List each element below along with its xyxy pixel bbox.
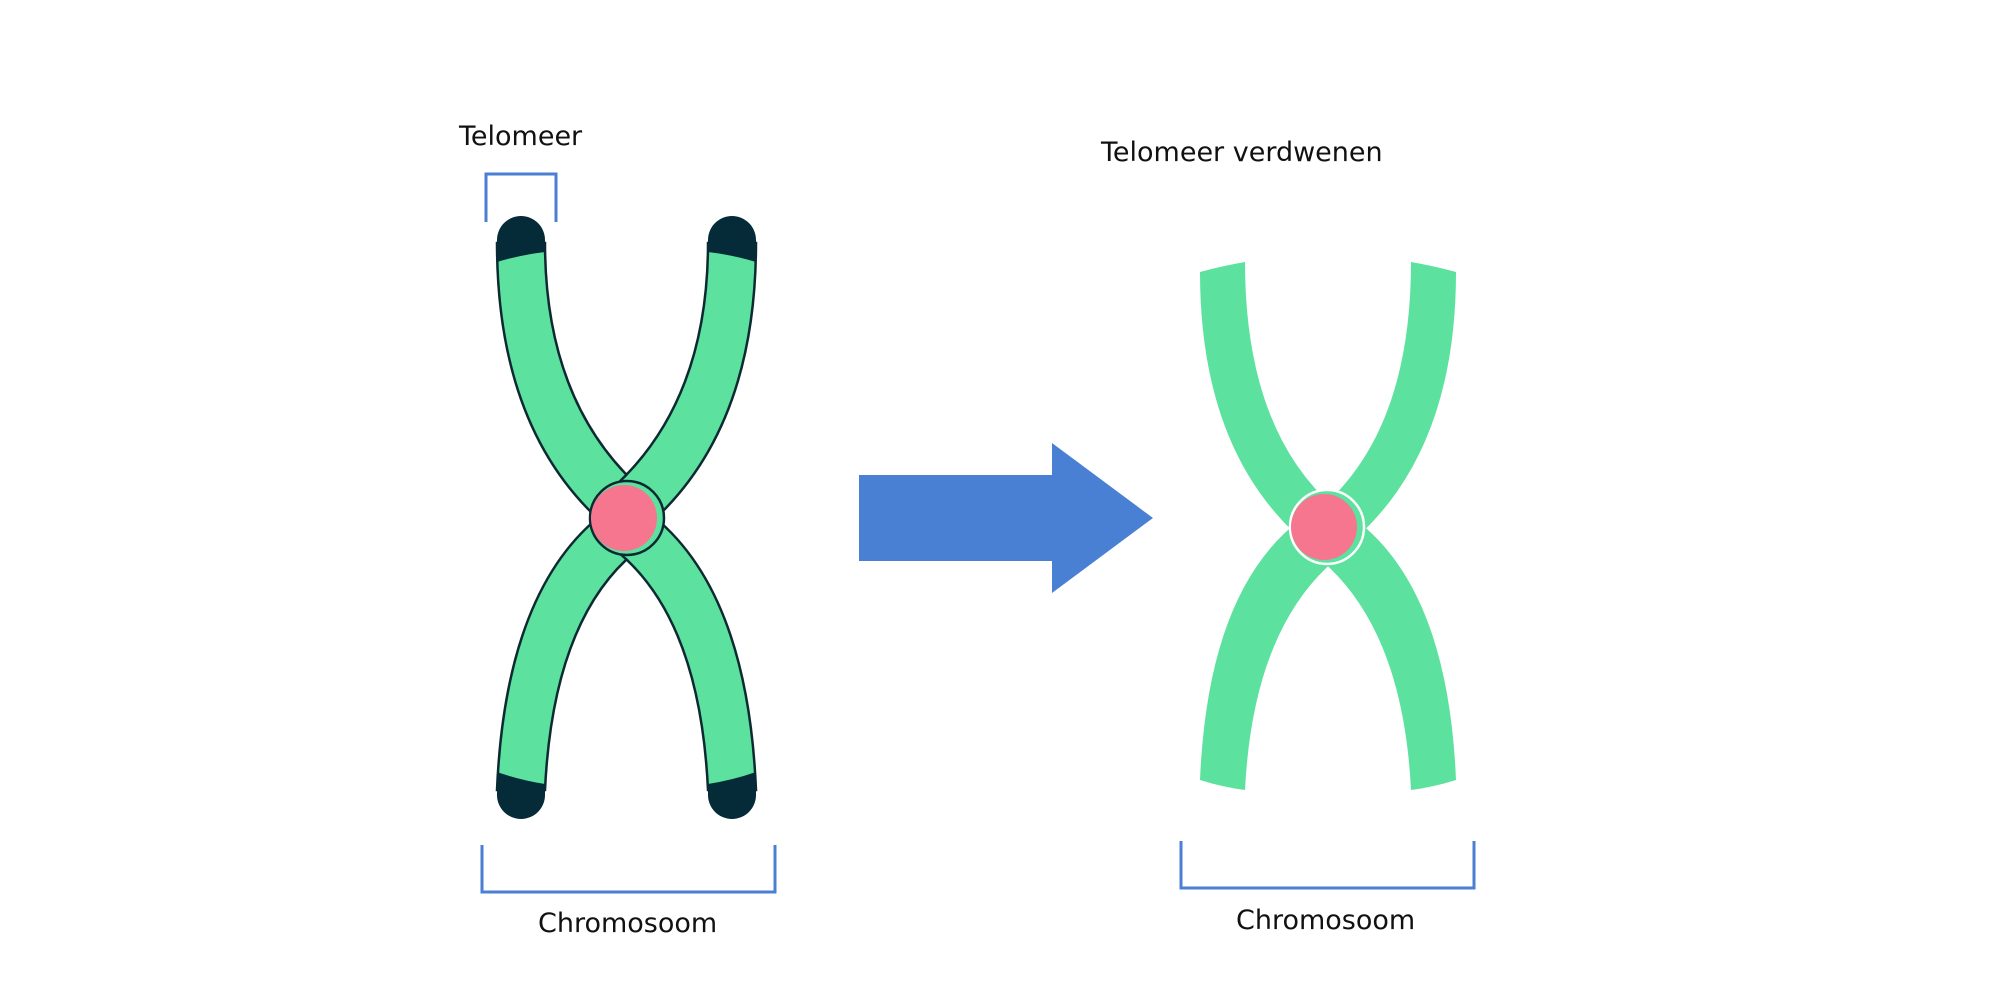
chromatid-lower-right-short <box>1321 520 1456 790</box>
chromosome-without-telomeres <box>1200 262 1456 790</box>
chromosome-with-telomeres <box>495 216 758 819</box>
chromosome-label-right: Chromosoom <box>1236 905 1416 936</box>
telomere-bracket <box>484 172 558 222</box>
chromatid-lower-left-short <box>1200 520 1335 790</box>
right-arrow-icon <box>859 443 1153 593</box>
telomere-cap-bottom-right <box>708 772 756 819</box>
centromere-right <box>1291 494 1357 560</box>
telomere-cap-bottom-left <box>497 772 545 819</box>
chromatid-upper-right <box>612 241 758 516</box>
telomere-cap-top-right <box>708 216 756 262</box>
chromatid-upper-left-short <box>1200 262 1335 538</box>
telomere-cap-top-left <box>497 216 545 262</box>
chromatid-lower-left <box>495 520 638 792</box>
telomere-label: Telomeer <box>459 121 583 152</box>
chromosome-label-left: Chromosoom <box>538 908 718 939</box>
chromosome-bracket-left <box>480 845 777 894</box>
chromatid-upper-left <box>495 241 641 516</box>
centromere-left <box>591 485 657 551</box>
chromosome-bracket-right <box>1179 841 1476 890</box>
chromatid-lower-right <box>615 520 758 792</box>
chromatid-upper-right-short <box>1321 262 1456 538</box>
telomere-gone-label: Telomeer verdwenen <box>1101 137 1383 168</box>
